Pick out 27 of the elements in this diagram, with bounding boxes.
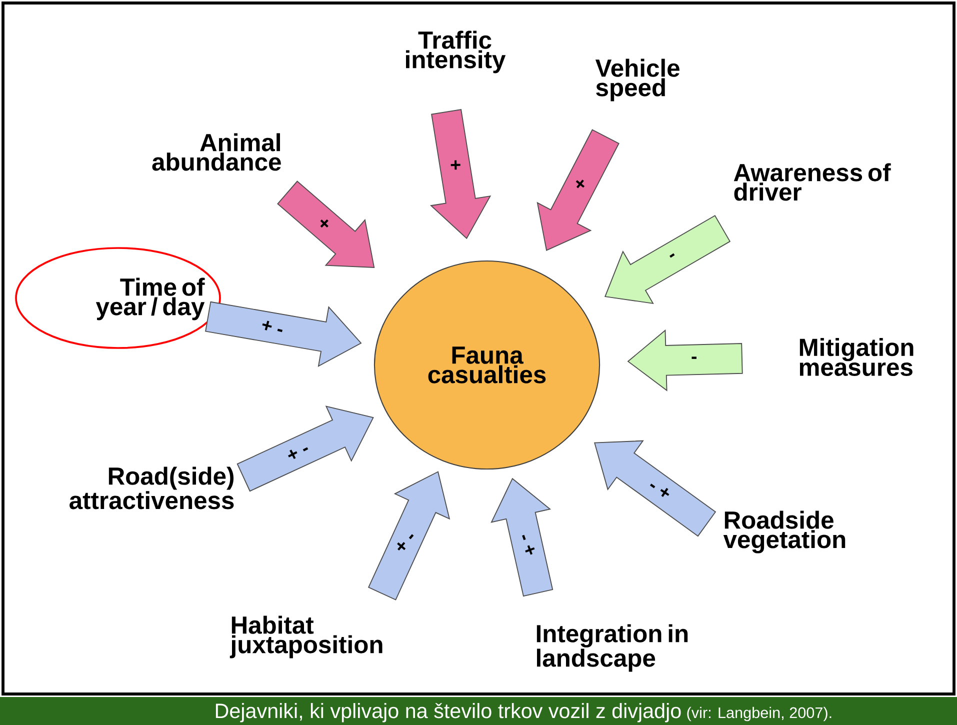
factor-label: Time of year / day (96, 278, 205, 320)
factor-label: Awareness of driver (734, 163, 891, 201)
edge-label: + - (284, 440, 312, 464)
factor-label: Animal abundance (152, 133, 281, 171)
edge-label: + (314, 214, 334, 234)
factor-label: Habitat juxtaposition (230, 616, 382, 658)
block-arrow (236, 406, 374, 492)
edge-label: - + (516, 530, 538, 559)
block-arrow (277, 180, 375, 268)
edge-label: + - (258, 318, 286, 338)
edge-label: - (667, 251, 680, 264)
factor-label: Integration in landscape (536, 624, 688, 672)
source-note: (vir: Langbein, 2007). (687, 706, 832, 722)
factor-label: Vehicle speed (595, 58, 680, 102)
edge-label: - + (645, 477, 674, 502)
edge-label: + (571, 174, 590, 194)
factor-label: Traffic intensity (406, 30, 506, 74)
factor-label: Road(side) attractiveness (70, 466, 234, 510)
block-arrow (205, 301, 362, 368)
factor-label: Mitigation measures (800, 338, 914, 376)
block-arrow (490, 478, 554, 597)
edge-label: + - (392, 528, 419, 556)
caption: Dejavniki, ki vplivajo na število trkov vozil z divjadjo (216, 702, 681, 722)
edge-label: + (448, 158, 462, 172)
block-arrow (536, 129, 620, 251)
factor-label: Roadside vegetation (723, 510, 846, 554)
block-arrow (627, 329, 743, 392)
